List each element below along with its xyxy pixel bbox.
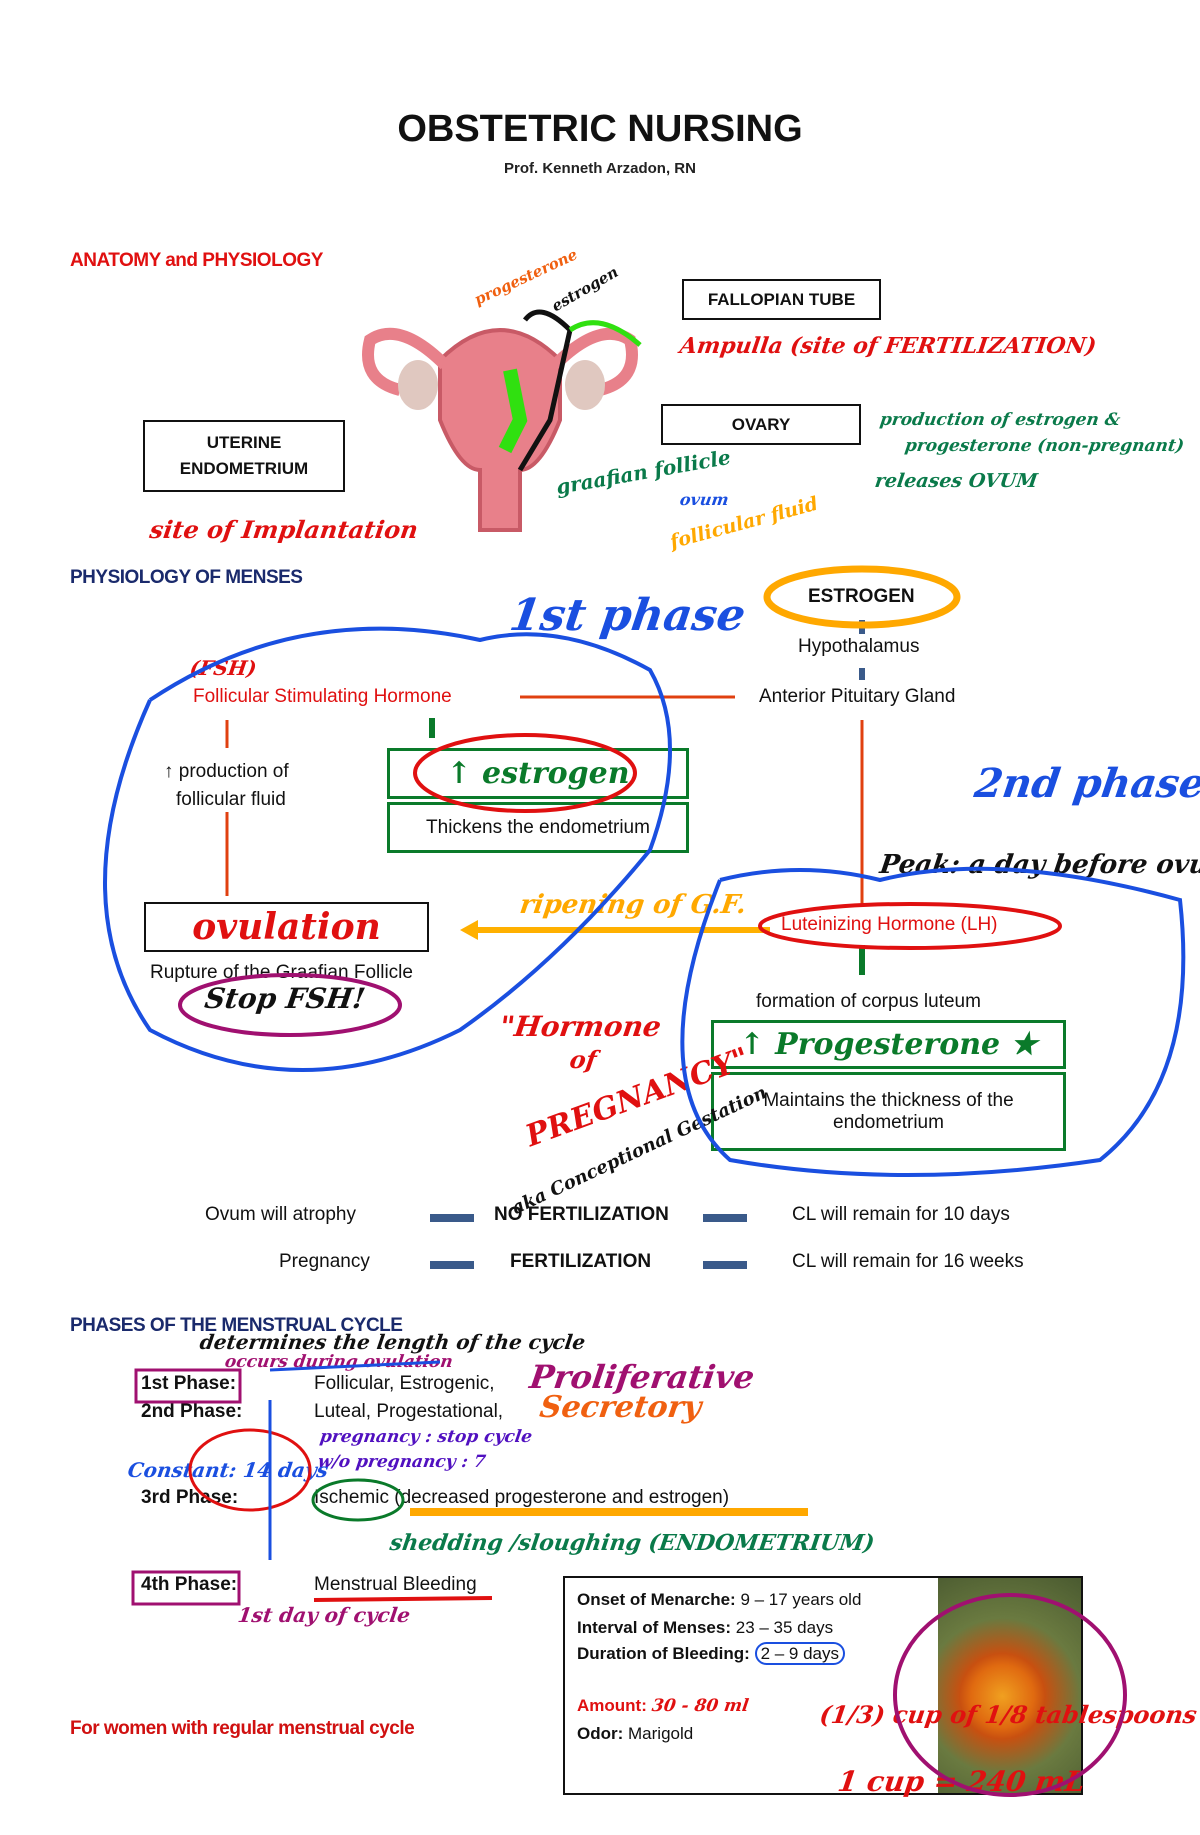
note-constant: Constant: 14 days [126, 1458, 330, 1482]
note-second-phase: 2nd phase [971, 760, 1200, 807]
left-arrow-icon [430, 1261, 474, 1269]
phase2-label: 2nd Phase: [141, 1401, 243, 1422]
rupture-label: Rupture of the Graafian Follicle [150, 962, 413, 983]
note-ripening: ripening of G.F. [517, 890, 749, 920]
lh-label: Luteinizing Hormone (LH) [781, 914, 998, 935]
row1-right: CL will remain for 10 days [792, 1204, 1010, 1225]
row2-right: CL will remain for 16 weeks [792, 1251, 1024, 1272]
note-peak: Peak: a day before ovulation [877, 850, 1200, 880]
phase2-value: Luteal, Progestational, [314, 1401, 504, 1422]
hypothalamus-label: Hypothalamus [798, 636, 920, 657]
menses-heading: PHYSIOLOGY OF MENSES [70, 567, 303, 588]
note-cup-equivalent: 1 cup = 240 mL [835, 1765, 1088, 1798]
maintains-box: Maintains the thickness of the endometri… [711, 1072, 1066, 1151]
amount-value: 30 - 80 ml [650, 1696, 750, 1716]
phase1-label: 1st Phase: [141, 1373, 237, 1394]
duration-label: Duration of Bleeding: [577, 1644, 750, 1663]
marigold-image [938, 1578, 1081, 1793]
corpus-luteum-label: formation of corpus luteum [756, 991, 981, 1012]
note-ovary-1: production of estrogen & [878, 410, 1122, 430]
uterine-endometrium-label: UTERINE ENDOMETRIUM [143, 420, 345, 492]
phase1-value: Follicular, Estrogenic, [314, 1373, 495, 1394]
fluid-line-2: follicular fluid [176, 789, 286, 810]
left-arrow-icon [430, 1214, 474, 1222]
interval-label: Interval of Menses: [577, 1618, 731, 1637]
phase3-label: 3rd Phase: [141, 1487, 239, 1508]
row1-left: Ovum will atrophy [205, 1204, 356, 1225]
menarche-label: Onset of Menarche: [577, 1590, 736, 1609]
note-ampulla: Ampulla (site of FERTILIZATION) [678, 333, 1098, 359]
interval-value: 23 – 35 days [735, 1618, 834, 1637]
maintains-line-1: Maintains the thickness of the [763, 1089, 1014, 1111]
maintains-line-2: endometrium [833, 1111, 944, 1133]
estrogen-label: ESTROGEN [808, 586, 915, 607]
menarche-value: 9 – 17 years old [740, 1590, 862, 1609]
row2-left: Pregnancy [279, 1251, 370, 1272]
note-no-pregnancy: w/o pregnancy : 7 [316, 1452, 487, 1472]
note-ovary-2: progesterone (non-pregnant) [903, 436, 1186, 456]
author: Prof. Kenneth Arzadon, RN [504, 160, 696, 177]
anatomy-heading: ANATOMY and PHYSIOLOGY [70, 250, 323, 271]
note-fsh-abbr: (FSH) [188, 656, 259, 680]
note-shedding: shedding /sloughing (ENDOMETRIUM) [388, 1530, 877, 1556]
document-title: OBSTETRIC NURSING [397, 108, 803, 150]
progesterone-box: ↑ Progesterone ★ [711, 1020, 1066, 1069]
note-ovulation-occurs: occurs during ovulation [223, 1352, 455, 1372]
menstruation-info-box: Onset of Menarche: 9 – 17 years old Inte… [563, 1576, 1083, 1795]
fluid-line-1: ↑ production of [164, 761, 289, 782]
note-first-day: 1st day of cycle [236, 1603, 412, 1627]
fallopian-tube-label: FALLOPIAN TUBE [682, 279, 881, 320]
uterine-text: UTERINE [206, 433, 282, 452]
right-arrow-icon [703, 1261, 747, 1269]
fsh-label: Follicular Stimulating Hormone [193, 686, 452, 707]
thickens-box: Thickens the endometrium [387, 802, 689, 853]
endometrium-text: ENDOMETRIUM [179, 459, 309, 478]
pituitary-label: Anterior Pituitary Gland [759, 686, 956, 707]
ovary-label: OVARY [661, 404, 861, 445]
phase3-value: Ischemic (decreased progesterone and est… [314, 1487, 730, 1508]
duration-value: 2 – 9 days [754, 1642, 846, 1665]
note-pregnancy: pregnancy : stop cycle [318, 1427, 534, 1447]
note-determines: determines the length of the cycle [198, 1330, 587, 1354]
note-hormone-1: "Hormone [497, 1010, 664, 1043]
note-stop-fsh: Stop FSH! [202, 982, 368, 1015]
odor-value: Marigold [628, 1724, 694, 1743]
phases-heading: PHASES OF THE MENSTRUAL CYCLE [70, 1315, 403, 1336]
row2-center: FERTILIZATION [510, 1251, 652, 1272]
phase4-value: Menstrual Bleeding [314, 1574, 477, 1595]
phase4-label: 4th Phase: [141, 1574, 238, 1595]
ovulation-box: ovulation [144, 902, 429, 952]
estrogen-box: ↑ estrogen [387, 748, 689, 799]
note-hormone-2: of [567, 1045, 599, 1074]
phases-footer: For women with regular menstrual cycle [70, 1718, 415, 1739]
note-ovary-3: releases OVUM [873, 470, 1039, 492]
note-first-phase: 1st phase [506, 590, 749, 641]
phase2-note: Secretory [537, 1390, 704, 1425]
row1-center: NO FERTILIZATION [494, 1204, 669, 1225]
amount-label: Amount: [577, 1696, 647, 1715]
note-implantation: site of Implantation [147, 515, 420, 544]
note-cup: (1/3) cup of 1/8 tablespoons [817, 1700, 1199, 1729]
note-ovum: ovum [678, 490, 730, 509]
odor-label: Odor: [577, 1724, 624, 1743]
right-arrow-icon [703, 1214, 747, 1222]
